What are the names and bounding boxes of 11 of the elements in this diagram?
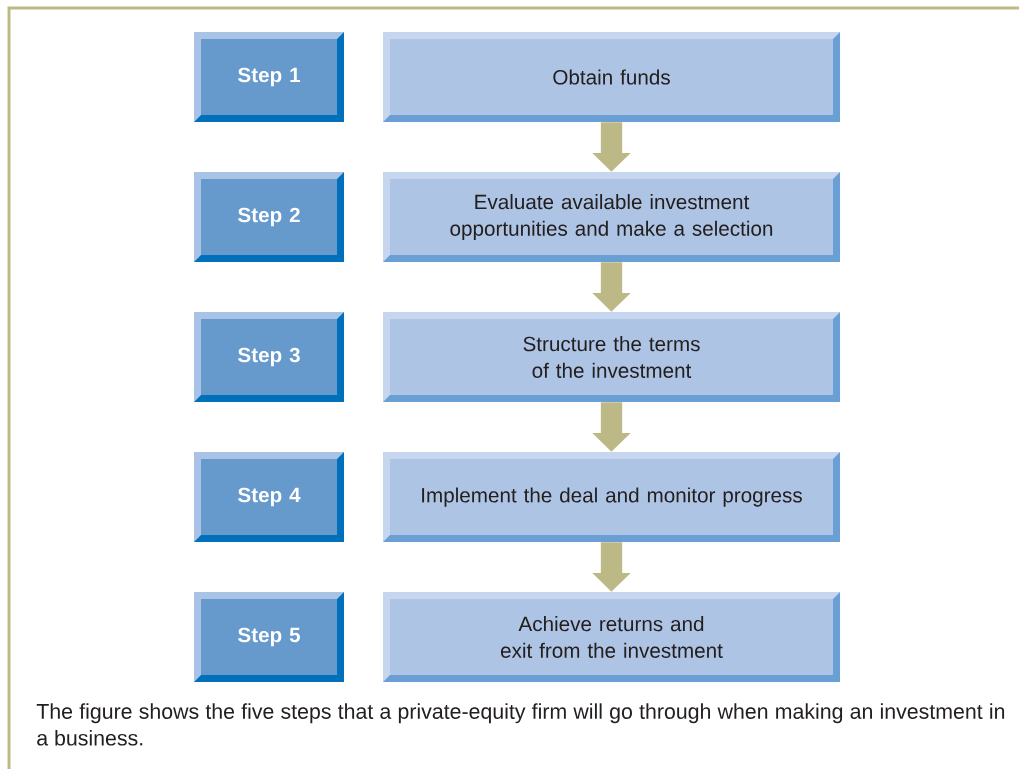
task-box: Structure the terms of the investment bbox=[383, 312, 840, 402]
step-box: Step 4 bbox=[194, 452, 344, 542]
step-box: Step 1 bbox=[194, 32, 344, 122]
task-box: Obtain funds bbox=[383, 32, 840, 122]
task-box: Evaluate available investment opportunities and make a selection bbox=[383, 172, 840, 262]
step-box: Step 5 bbox=[194, 592, 344, 682]
caption-text: The figure shows the five steps that a private-equity firm will go through when making an investment in a business. bbox=[36, 703, 1005, 746]
task-box: Achieve returns and exit from the investment bbox=[383, 592, 840, 682]
step-box: Step 2 bbox=[194, 172, 344, 262]
step-box: Step 3 bbox=[194, 312, 344, 402]
task-box: Implement the deal and monitor progress bbox=[383, 452, 840, 542]
